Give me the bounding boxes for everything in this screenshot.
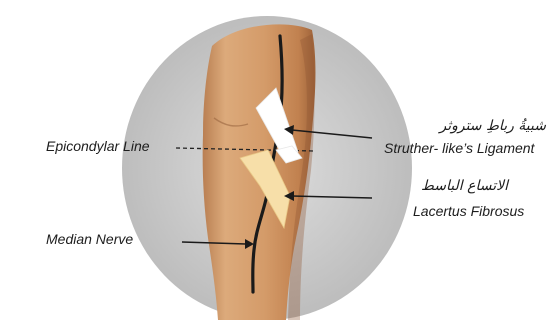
label-struther-arabic: شبيةُ رباطِ ستروثر: [439, 118, 546, 134]
label-struther-english: Struther- like’s Ligament: [384, 140, 534, 156]
label-median-nerve: Median Nerve: [46, 231, 133, 247]
label-epicondylar-line: Epicondylar Line: [46, 138, 150, 154]
label-lacertus-english: Lacertus Fibrosus: [413, 203, 524, 219]
label-lacertus-arabic: الاتساع الباسط: [421, 178, 508, 194]
